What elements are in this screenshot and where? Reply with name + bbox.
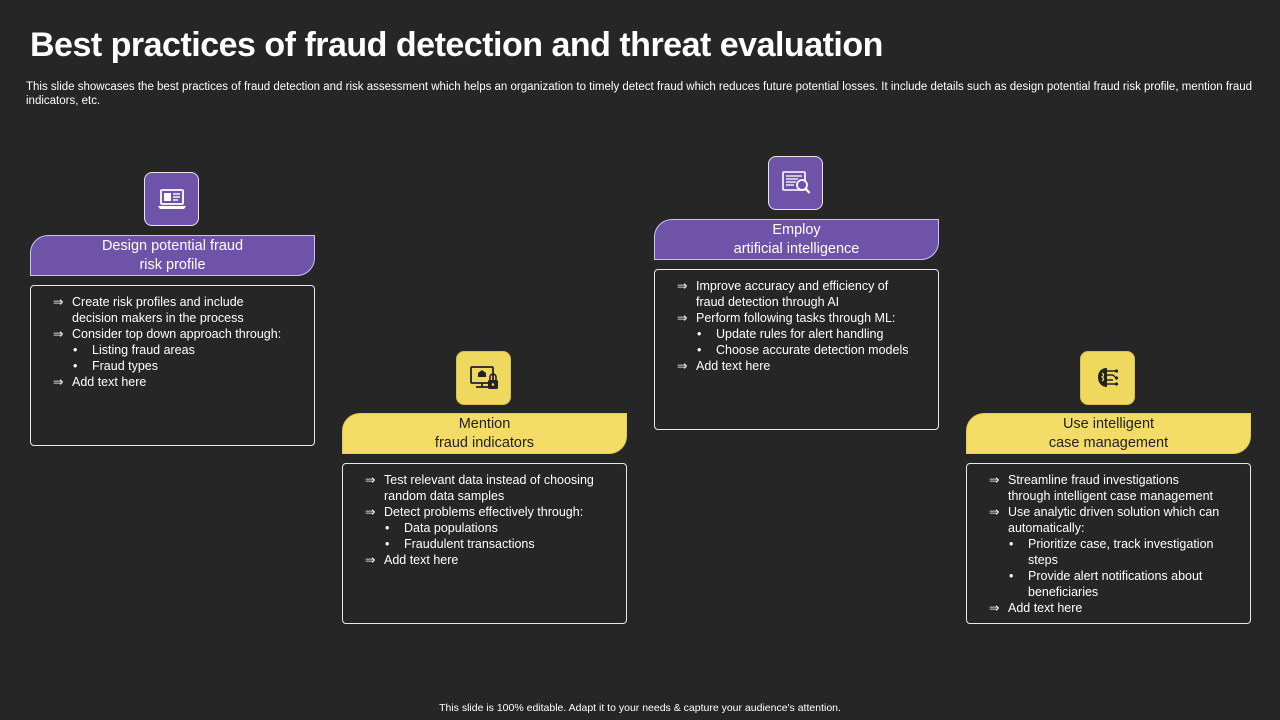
list-item: ⇒ Use analytic driven solution which can <box>989 504 1242 520</box>
sub-item: • Prioritize case, track investigation <box>989 536 1242 552</box>
item-text: Add text here <box>72 375 147 389</box>
item-text: random data samples <box>384 489 505 503</box>
item-text: decision makers in the process <box>72 311 244 325</box>
arrow-icon: ⇒ <box>989 473 1000 487</box>
sub-item: steps <box>989 552 1242 568</box>
list-item: ⇒ Streamline fraud investigations <box>989 472 1242 488</box>
item-text: through intelligent case management <box>1008 489 1213 503</box>
item-text: Consider top down approach through: <box>72 327 282 341</box>
card-body: ⇒ Improve accuracy and efficiency of frau… <box>654 269 939 430</box>
card-body: ⇒ Create risk profiles and include decisi… <box>30 285 315 446</box>
card-banner: Design potential fraud risk profile <box>30 235 315 276</box>
item-text: steps <box>1028 553 1058 567</box>
arrow-icon: ⇒ <box>53 327 64 341</box>
item-text: Add text here <box>384 553 459 567</box>
card-body: ⇒Test relevant data instead of choosing … <box>342 463 627 624</box>
document-search-icon <box>768 156 823 210</box>
page-title: Best practices of fraud detection and th… <box>30 26 883 64</box>
list-item: random data samples <box>365 488 618 504</box>
arrow-icon: ⇒ <box>989 601 1000 615</box>
banner-line: artificial intelligence <box>733 240 860 257</box>
list-item: ⇒ Add text here <box>989 600 1242 616</box>
brain-circuit-icon <box>1080 351 1135 405</box>
item-text: Detect problems effectively through: <box>384 505 584 519</box>
sub-item: • Update rules for alert handling <box>677 326 930 342</box>
monitor-lock-icon <box>456 351 511 405</box>
item-text: Improve accuracy and efficiency of <box>696 279 889 293</box>
list-item: ⇒ Improve accuracy and efficiency of <box>677 278 930 294</box>
banner-line: Use intelligent <box>1062 415 1155 432</box>
item-text: Create risk profiles and include <box>72 295 244 309</box>
bullet-icon: • <box>385 521 390 535</box>
sub-item: • Fraud types <box>53 358 306 374</box>
sub-item: • Listing fraud areas <box>53 342 306 358</box>
card-body: ⇒ Streamline fraud investigations through… <box>966 463 1251 624</box>
item-text: Fraud types <box>92 359 159 373</box>
list-item: ⇒ Consider top down approach through: <box>53 326 306 342</box>
item-text: Prioritize case, track investigation <box>1028 537 1214 551</box>
arrow-icon: ⇒ <box>53 375 64 389</box>
item-text: Listing fraud areas <box>92 343 195 357</box>
banner-line: fraud indicators <box>434 434 535 451</box>
item-text: Test relevant data instead of choosing <box>384 473 594 487</box>
item-text: Fraudulent transactions <box>404 537 535 551</box>
bullet-icon: • <box>73 359 78 373</box>
list-item: decision makers in the process <box>53 310 306 326</box>
banner-line: case management <box>1048 434 1169 451</box>
arrow-icon: ⇒ <box>677 311 688 325</box>
footer-note: This slide is 100% editable. Adapt it to… <box>439 702 841 714</box>
item-text: Data populations <box>404 521 498 535</box>
item-text: beneficiaries <box>1028 585 1099 599</box>
item-text: automatically: <box>1008 521 1085 535</box>
item-text: Use analytic driven solution which can <box>1008 505 1220 519</box>
item-text: Add text here <box>1008 601 1083 615</box>
list-item: ⇒ Test relevant data instead of choosing <box>365 472 618 488</box>
bullet-icon: • <box>1009 537 1014 551</box>
item-text: Add text here <box>696 359 771 373</box>
arrow-icon: ⇒ <box>677 359 688 373</box>
sub-item: • Data populations <box>365 520 618 536</box>
list-item: ⇒ Add text here <box>677 358 930 374</box>
arrow-icon: ⇒ <box>677 279 688 293</box>
list-item: ⇒ Add text here <box>365 552 618 568</box>
page-subtitle: This slide showcases the best practices … <box>26 81 1253 107</box>
arrow-icon: ⇒ <box>53 295 64 309</box>
banner-line: Design potential fraud <box>101 237 244 254</box>
bullet-icon: • <box>73 343 78 357</box>
item-text: Perform following tasks through ML: <box>696 311 896 325</box>
list-item: fraud detection through AI <box>677 294 930 310</box>
laptop-icon <box>144 172 199 226</box>
banner-line: risk profile <box>139 256 206 273</box>
banner-line: Mention <box>458 415 511 432</box>
item-text: fraud detection through AI <box>696 295 840 309</box>
arrow-icon: ⇒ <box>365 505 376 519</box>
bullet-icon: • <box>697 327 702 341</box>
sub-item: • Choose accurate detection models <box>677 342 930 358</box>
bullet-icon: • <box>385 537 390 551</box>
list-item: automatically: <box>989 520 1242 536</box>
card-banner: Use intelligent case management <box>966 413 1251 454</box>
list-item: through intelligent case management <box>989 488 1242 504</box>
item-text: Provide alert notifications about <box>1028 569 1203 583</box>
arrow-icon: ⇒ <box>365 473 376 487</box>
card-banner: Employ artificial intelligence <box>654 219 939 260</box>
item-text: Update rules for alert handling <box>716 327 884 341</box>
list-item: ⇒ Create risk profiles and include <box>53 294 306 310</box>
arrow-icon: ⇒ <box>989 505 1000 519</box>
sub-item: • Fraudulent transactions <box>365 536 618 552</box>
bullet-icon: • <box>1009 569 1014 583</box>
bullet-icon: • <box>697 343 702 357</box>
arrow-icon: ⇒ <box>365 553 376 567</box>
sub-item: beneficiaries <box>989 584 1242 600</box>
card-banner: Mention fraud indicators <box>342 413 627 454</box>
item-text: Choose accurate detection models <box>716 343 909 357</box>
list-item: ⇒ Detect problems effectively through: <box>365 504 618 520</box>
list-item: ⇒ Perform following tasks through ML: <box>677 310 930 326</box>
banner-line: Employ <box>772 221 821 238</box>
list-item: ⇒ Add text here <box>53 374 306 390</box>
item-text: Streamline fraud investigations <box>1008 473 1179 487</box>
sub-item: • Provide alert notifications about <box>989 568 1242 584</box>
